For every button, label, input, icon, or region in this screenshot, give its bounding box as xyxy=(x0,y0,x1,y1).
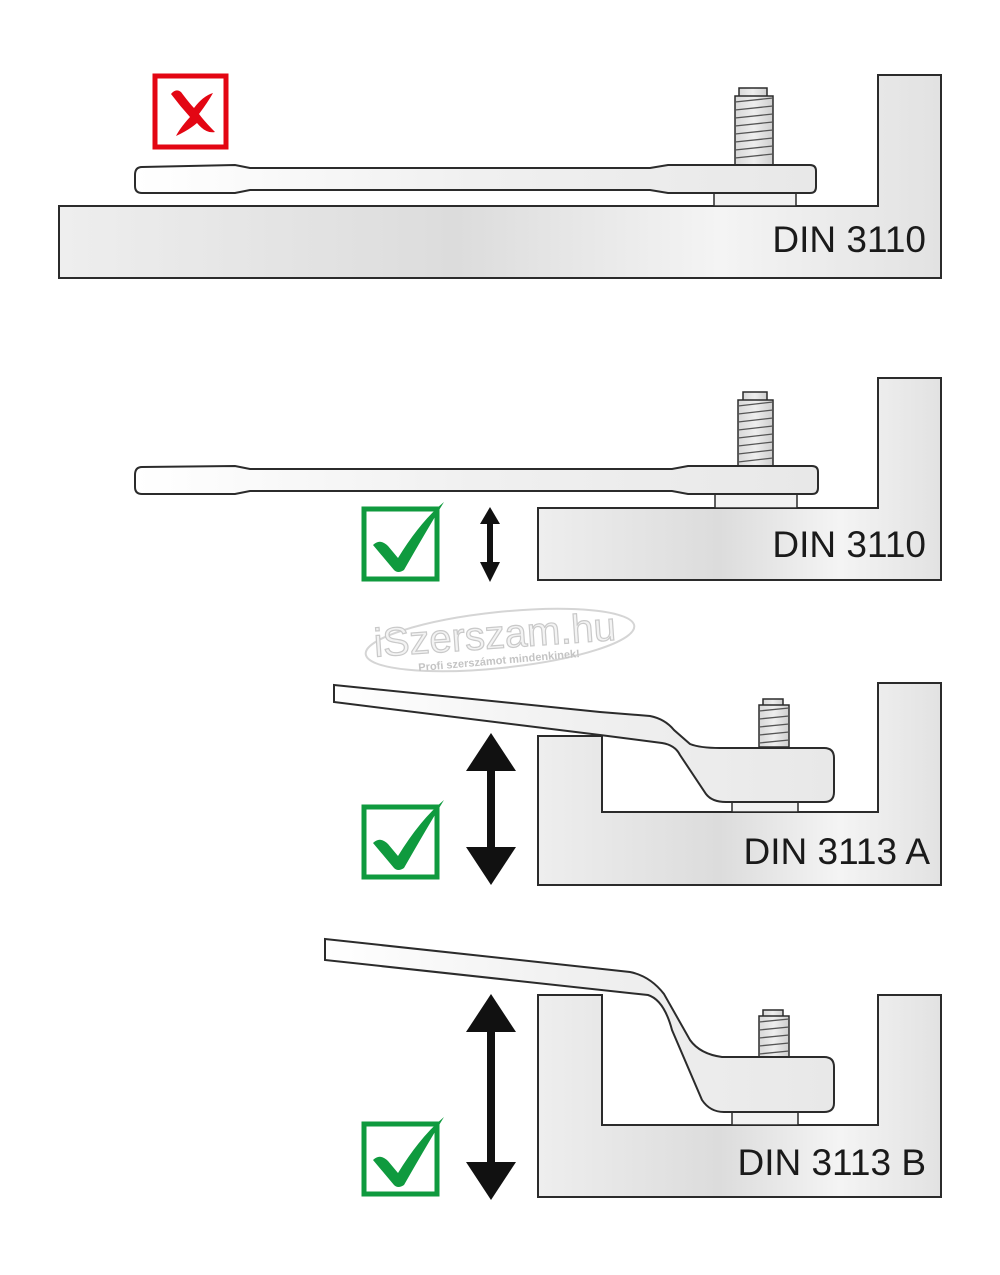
red-x-icon xyxy=(152,73,229,150)
bolt xyxy=(758,1009,790,1059)
workpiece-block xyxy=(537,682,942,886)
standard-label: DIN 3110 xyxy=(772,219,926,260)
standard-label: DIN 3113 A xyxy=(744,831,931,872)
washer xyxy=(714,493,798,509)
workpiece-block xyxy=(537,377,942,581)
watermark: iSzerszam.hu Profi szerszámot mindenkine… xyxy=(364,604,636,674)
washer xyxy=(731,1110,799,1126)
bolt xyxy=(734,87,774,167)
clearance-arrow-small xyxy=(480,507,500,582)
standard-label: DIN 3110 xyxy=(772,524,926,565)
standard-label: DIN 3113 B xyxy=(737,1142,926,1183)
washer xyxy=(713,192,797,207)
wrench-offset xyxy=(324,937,835,1113)
wrench-flat xyxy=(134,163,817,194)
clearance-arrow-medium xyxy=(466,733,516,885)
green-check-icon xyxy=(361,502,444,582)
panel-3: DIN 3113 A xyxy=(333,682,942,886)
green-check-icon xyxy=(361,1117,444,1197)
panel-4: DIN 3113 B xyxy=(324,937,942,1200)
wrench-flat xyxy=(134,464,819,495)
bolt xyxy=(758,698,790,748)
workpiece-block xyxy=(58,74,942,279)
bolt xyxy=(737,391,774,467)
wrench-offset xyxy=(333,683,835,803)
clearance-arrow-large xyxy=(466,994,516,1200)
panel-1: DIN 3110 xyxy=(58,73,942,279)
panel-2: DIN 3110 xyxy=(134,377,942,582)
green-check-icon xyxy=(361,800,444,880)
workpiece-block xyxy=(537,994,942,1198)
